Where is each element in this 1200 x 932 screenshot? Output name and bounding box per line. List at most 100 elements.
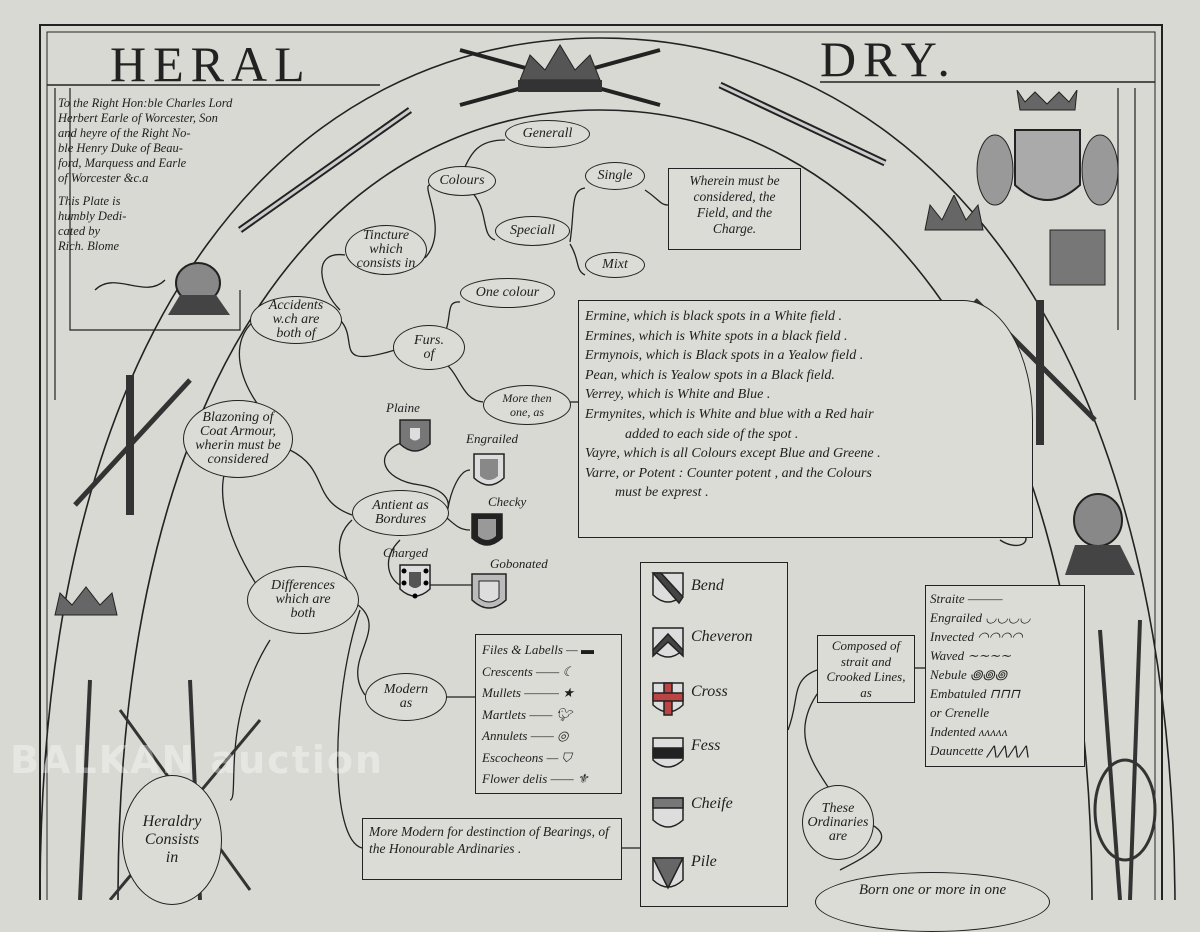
line-type: Embatuled ⊓⊓⊓	[930, 686, 1021, 701]
node-blazoning: Blazoning of Coat Armour, wherin must be…	[183, 400, 293, 478]
title-right: DRY.	[820, 31, 957, 87]
charge-label: Crescents	[482, 663, 533, 679]
wherein-box: Wherein must be considered, the Field, a…	[668, 168, 801, 250]
sceptre-icon	[718, 81, 887, 167]
dedication-line: of Worcester &c.a	[58, 171, 149, 185]
dedication-line: and heyre of the Right No-	[58, 126, 191, 140]
node-born: Born one or more in one	[815, 872, 1050, 932]
node-differences: Differences which are both	[247, 566, 359, 634]
ordinary-label: Pile	[691, 853, 717, 870]
bordure-label: Checky	[488, 494, 527, 509]
cheife-shield-icon	[652, 797, 684, 828]
shield-icon	[399, 419, 431, 452]
fur-item: Vayre, which is all Colours except Blue …	[585, 446, 881, 462]
charge-label: Flower delis	[482, 771, 548, 786]
shield-icon	[471, 573, 507, 609]
ordinary-label: Cheife	[691, 795, 733, 812]
ordinary-shields	[651, 572, 685, 890]
ordinary-label: Cheveron	[691, 628, 753, 645]
line-type: Engrailed ◡◡◡◡	[930, 610, 1031, 625]
dedication: To the Right Hon:ble Charles Lord Herber…	[58, 96, 232, 254]
node-colours: Colours	[428, 166, 496, 196]
more-modern-box: More Modern for destinction of Bearings,…	[362, 818, 622, 880]
line-label: Waved	[930, 648, 965, 663]
node-heraldry: Heraldry Consists in	[122, 775, 222, 905]
charge-item: Files & Labells — ▬	[482, 642, 594, 657]
node-more-then-one: More then one, as	[483, 385, 571, 425]
line-type: or Crenelle	[930, 703, 1080, 722]
node-speciall: Speciall	[495, 216, 570, 246]
fleur-de-lis-icon: ⚜	[576, 771, 589, 786]
trophy-of-arms-icon	[1093, 619, 1157, 900]
charge-label: Mullets	[482, 685, 521, 700]
martlet-bird-icon: 🐦︎	[555, 706, 573, 722]
charge-label: Annulets	[482, 728, 528, 743]
sceptre-icon	[237, 107, 413, 233]
shield-icon	[473, 453, 505, 486]
crown-icon	[54, 586, 118, 616]
composed-box: Composed of strait and Crooked Lines, as	[817, 635, 915, 703]
line-type: Straite ———	[930, 591, 1003, 606]
ordinaries-box: Bend Cheveron Cross Fess Cheife Pile	[640, 562, 788, 907]
charge-item: Mullets ——— ★	[482, 685, 574, 700]
charge-item: Escocheons — ⛉	[482, 749, 572, 765]
watermark: BALKAN auction	[10, 738, 385, 782]
engraving-frame	[39, 24, 1176, 900]
charge-item: Martlets —— 🐦︎	[482, 706, 573, 722]
bend-shield-icon	[651, 572, 684, 605]
dedication-line: humbly Dedi-	[58, 209, 127, 223]
node-modern: Modern as	[365, 673, 447, 721]
shield-icon	[471, 513, 503, 546]
annulet-ring-icon: ◎	[557, 728, 569, 743]
line-label: Indented	[930, 724, 976, 739]
line-label: Straite	[930, 591, 965, 606]
ordinary-label: Bend	[691, 577, 724, 594]
fur-item: Ermynois, which is Black spots in a Yeal…	[585, 348, 864, 364]
furs-box: Ermine, which is black spots in a White …	[578, 300, 1033, 538]
dedication-line: cated by	[58, 224, 100, 238]
crescent-icon: ☾	[562, 663, 575, 679]
dedication-line: Rich. Blome	[58, 239, 120, 253]
cross-shield-icon	[652, 682, 684, 716]
charge-item: Flower delis —— ⚜	[482, 771, 589, 786]
dedication-line: This Plate is	[58, 194, 121, 208]
crown-icon	[459, 44, 661, 107]
lines-box: Straite ——— Engrailed ◡◡◡◡ Invected ◠◠◠◠…	[925, 585, 1085, 767]
fur-item: Verrey, which is White and Blue .	[585, 387, 771, 403]
line-label: Invected	[930, 629, 975, 644]
fur-item: Ermine, which is black spots in a White …	[585, 309, 843, 324]
line-type: Dauncette ⋀⋀⋀⋀	[930, 743, 1030, 758]
line-type: Indented ʌʌʌʌʌ	[930, 724, 1008, 739]
shield-icon	[399, 564, 431, 599]
pile-shield-icon	[651, 857, 685, 890]
bordure-label: Charged	[383, 545, 429, 560]
node-these-ordinaries: These Ordinaries are	[802, 785, 874, 860]
helmet-icon	[1065, 493, 1135, 575]
dedication-line: Herbert Earle of Worcester, Son	[58, 111, 218, 125]
node-furs: Furs. of	[393, 325, 465, 370]
crown-icon	[924, 195, 984, 231]
line-type: Invected ◠◠◠◠	[930, 629, 1023, 644]
line-type: Waved ∼∼∼∼	[930, 648, 1012, 663]
fess-shield-icon	[652, 737, 684, 768]
charge-item: Annulets —— ◎	[482, 728, 569, 743]
bordure-label: Plaine	[386, 400, 420, 415]
coat-of-arms-icon	[976, 90, 1119, 286]
helmet-icon	[168, 262, 230, 315]
line-label: Nebule	[930, 667, 967, 682]
fur-item: must be exprest .	[615, 485, 709, 501]
bordure-label: Engrailed	[466, 431, 518, 446]
mullet-star-icon: ★	[562, 685, 574, 700]
line-label: Embatuled	[930, 686, 987, 701]
dedication-line: ford, Marquess and Earle	[58, 156, 187, 170]
dedication-line: To the Right Hon:ble Charles Lord	[58, 96, 233, 110]
fur-item: added to each side of the spot .	[625, 426, 799, 442]
fur-item: Varre, or Potent : Counter potent , and …	[585, 465, 872, 481]
line-label: Engrailed	[930, 610, 982, 625]
charge-label: Escocheons	[482, 749, 544, 765]
node-antient: Antient as Bordures	[352, 490, 449, 536]
ordinary-label: Fess	[691, 737, 721, 754]
line-type: Nebule ꩜꩜꩜	[930, 667, 1008, 682]
dedication-line: ble Henry Duke of Beau-	[58, 141, 183, 155]
charge-item: Crescents —— ☾	[482, 663, 575, 679]
